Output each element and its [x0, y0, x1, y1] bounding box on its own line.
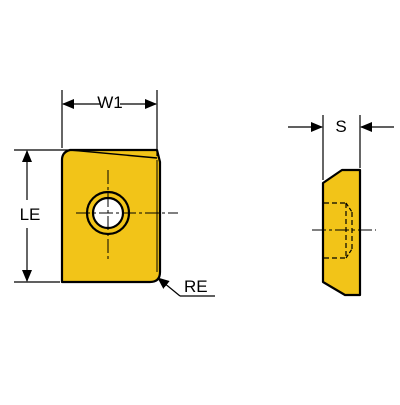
- w1-label: W1: [97, 93, 123, 112]
- front-view: W1 LE RE: [14, 90, 215, 297]
- top-chamfer-line: [69, 149, 158, 159]
- re-label: RE: [184, 277, 208, 296]
- side-top-chamfer-line: [326, 169, 343, 181]
- hole-hidden-bottom-inner: [345, 248, 353, 259]
- hole-hidden-top-inner: [345, 202, 353, 213]
- side-view: S: [288, 115, 394, 297]
- s-label: S: [335, 117, 346, 136]
- re-leader-diagonal: [157, 277, 181, 297]
- le-label: LE: [20, 205, 41, 224]
- side-profile-body: [321, 168, 362, 297]
